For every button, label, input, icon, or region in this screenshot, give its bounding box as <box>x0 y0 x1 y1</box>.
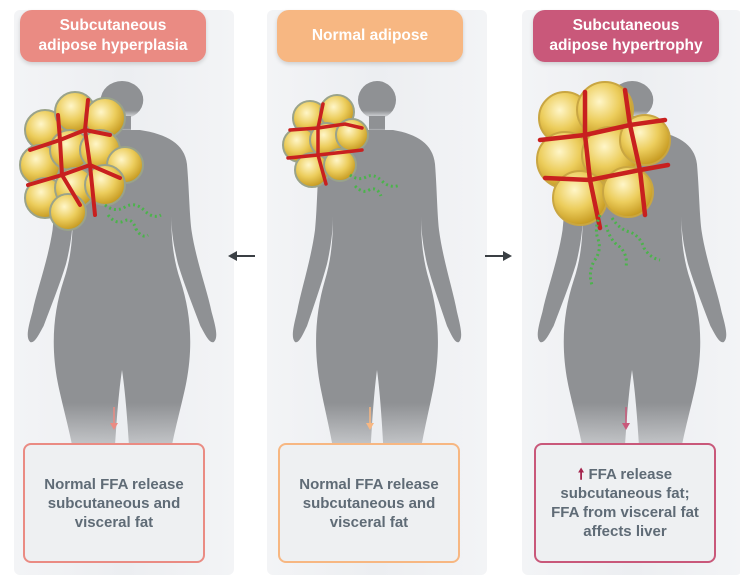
fat-cluster-hyperplasia <box>19 91 144 231</box>
ffa-hyperplasia <box>104 203 162 238</box>
result-box-hypertrophy: 🠕 FFA release subcutaneous fat; FFA from… <box>534 443 716 563</box>
result-box-normal: Normal FFA release subcutaneous and visc… <box>278 443 460 563</box>
result-box-hyperplasia: Normal FFA release subcutaneous and visc… <box>23 443 205 563</box>
title-normal: Normal adipose <box>277 10 463 62</box>
down-arrow-hyperplasia <box>110 407 118 430</box>
down-arrow-hypertrophy <box>622 407 630 430</box>
up-arrow-icon: 🠕 <box>577 466 585 483</box>
ffa-normal <box>349 173 401 197</box>
fat-cluster-hypertrophy <box>536 81 671 231</box>
arrow-right <box>485 251 512 261</box>
ffa-hypertrophy <box>588 214 661 286</box>
arrow-left <box>228 251 255 261</box>
title-hyperplasia: Subcutaneous adipose hyperplasia <box>20 10 206 62</box>
fat-cluster-normal <box>282 94 369 188</box>
title-hypertrophy: Subcutaneous adipose hypertrophy <box>533 10 719 62</box>
down-arrow-normal <box>366 407 374 430</box>
